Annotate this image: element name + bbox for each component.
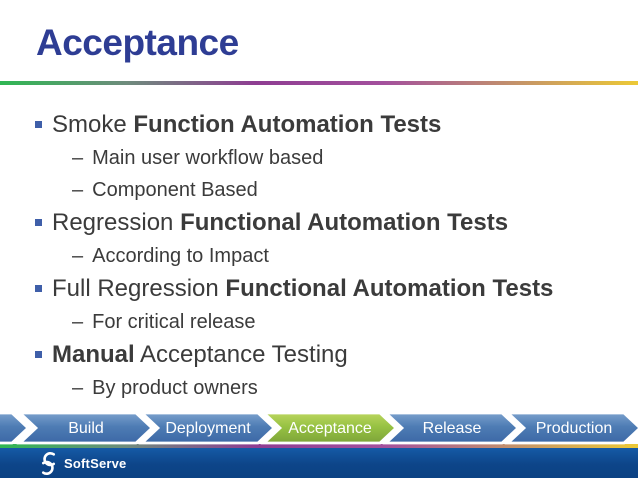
bullet-list: Smoke Function Automation Tests–Main use… (35, 108, 634, 404)
bullet-text-bold: Functional Automation Tests (225, 275, 554, 302)
sub-bullet-dash: – (72, 377, 84, 399)
sub-bullet-item: –Component Based (35, 174, 634, 206)
pipeline-stage-acceptance (260, 411, 399, 445)
bullet-text-bold: Manual (52, 341, 135, 368)
sub-bullet-text: For critical release (92, 311, 256, 333)
pipeline-stage-production (504, 411, 638, 445)
slide-title: Acceptance (36, 22, 239, 63)
pipeline-stage-deployment (138, 411, 277, 445)
pipeline-stage-label: Production (536, 420, 613, 437)
pipeline-stage-build (16, 411, 155, 445)
pipeline-stage-label: Release (423, 420, 482, 437)
pipeline-stage-release (382, 411, 521, 445)
sub-bullet-dash: – (72, 147, 84, 169)
sub-bullet-item: –For critical release (35, 306, 634, 338)
bullet-text: Acceptance Testing (134, 341, 348, 368)
bullet-square-icon (35, 351, 42, 358)
bullet-text: Smoke (52, 111, 134, 138)
sub-bullet-item: –By product owners (35, 372, 634, 404)
softserve-logo: SoftServe (38, 451, 127, 476)
bullet-item: Smoke Function Automation Tests (35, 108, 634, 142)
bullet-item: Full Regression Functional Automation Te… (35, 272, 634, 306)
sub-bullet-text: Component Based (92, 179, 258, 201)
sub-bullet-dash: – (72, 245, 84, 267)
bullet-text: Regression (52, 209, 181, 236)
bullet-square-icon (35, 121, 42, 128)
pipeline-stage-label: Deployment (165, 420, 251, 437)
softserve-s-icon (41, 451, 56, 475)
pipeline-tail-chevron (0, 411, 31, 445)
pipeline-chevron-band: Build Deployment Acceptance Release Producti… (0, 411, 638, 445)
sub-bullet-dash: – (72, 179, 84, 201)
bullet-text: Full Regression (52, 275, 226, 302)
pipeline-stage-label: Acceptance (288, 420, 372, 437)
footer-bar: SoftServe (0, 448, 638, 478)
bullet-item: Manual Acceptance Testing (35, 338, 634, 372)
sub-bullet-text: According to Impact (92, 245, 269, 267)
sub-bullet-dash: – (72, 311, 84, 333)
sub-bullet-item: –According to Impact (35, 240, 634, 272)
bullet-text-bold: Functional Automation Tests (180, 209, 509, 236)
title-underline-gradient (0, 81, 638, 85)
pipeline-stage-label: Build (68, 420, 104, 437)
sub-bullet-text: Main user workflow based (92, 147, 324, 169)
sub-bullet-item: –Main user workflow based (35, 142, 634, 174)
sub-bullet-text: By product owners (92, 377, 258, 399)
bottom-gradient-line (0, 444, 638, 448)
bullet-text-bold: Function Automation Tests (133, 111, 442, 138)
bullet-item: Regression Functional Automation Tests (35, 206, 634, 240)
bullet-square-icon (35, 285, 42, 292)
bullet-square-icon (35, 219, 42, 226)
softserve-logo-text: SoftServe (64, 455, 127, 471)
